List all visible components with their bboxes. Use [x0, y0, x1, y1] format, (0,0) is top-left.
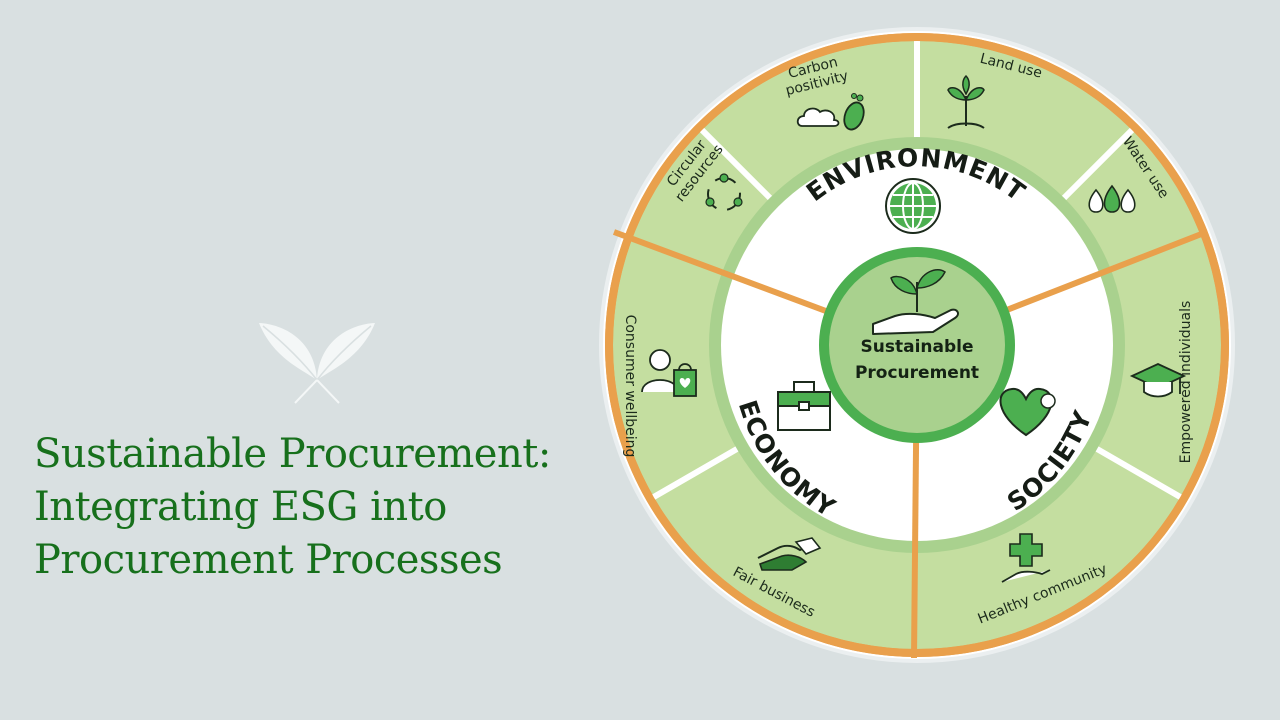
heart-icon: [999, 387, 1056, 437]
center-label-line-2: Procurement: [855, 363, 979, 383]
circular-arrows-icon: [705, 173, 743, 211]
label-empowered-individuals: Empowered individuals: [1178, 301, 1194, 464]
handshake-icon: [757, 537, 822, 571]
hand-medical-cross-icon: [1001, 533, 1051, 583]
water-drops-icon: [1088, 184, 1136, 213]
title-line-3: Procurement Processes: [34, 537, 503, 583]
center-label-line-1: Sustainable: [861, 337, 974, 357]
title-line-2: Integrating ESG into: [34, 484, 447, 530]
person-shopping-bag-icon: [641, 349, 697, 397]
cloud-footprint-icon: [796, 93, 865, 131]
label-consumer-wellbeing: Consumer wellbeing: [622, 315, 638, 458]
title-line-1: Sustainable Procurement:: [34, 431, 551, 477]
slide-title: Sustainable Procurement: Integrating ESG…: [34, 428, 594, 587]
leaf-logo-icon: [259, 323, 375, 404]
sustainability-wheel: Sustainable Procurement ENVIRONMENT ECON…: [599, 27, 1235, 663]
graduation-cap-icon: [1129, 363, 1187, 398]
sprout-soil-icon: [947, 74, 985, 129]
hand-sprout-icon: [872, 268, 959, 335]
briefcase-icon: [777, 381, 831, 431]
globe-icon: [885, 178, 941, 234]
